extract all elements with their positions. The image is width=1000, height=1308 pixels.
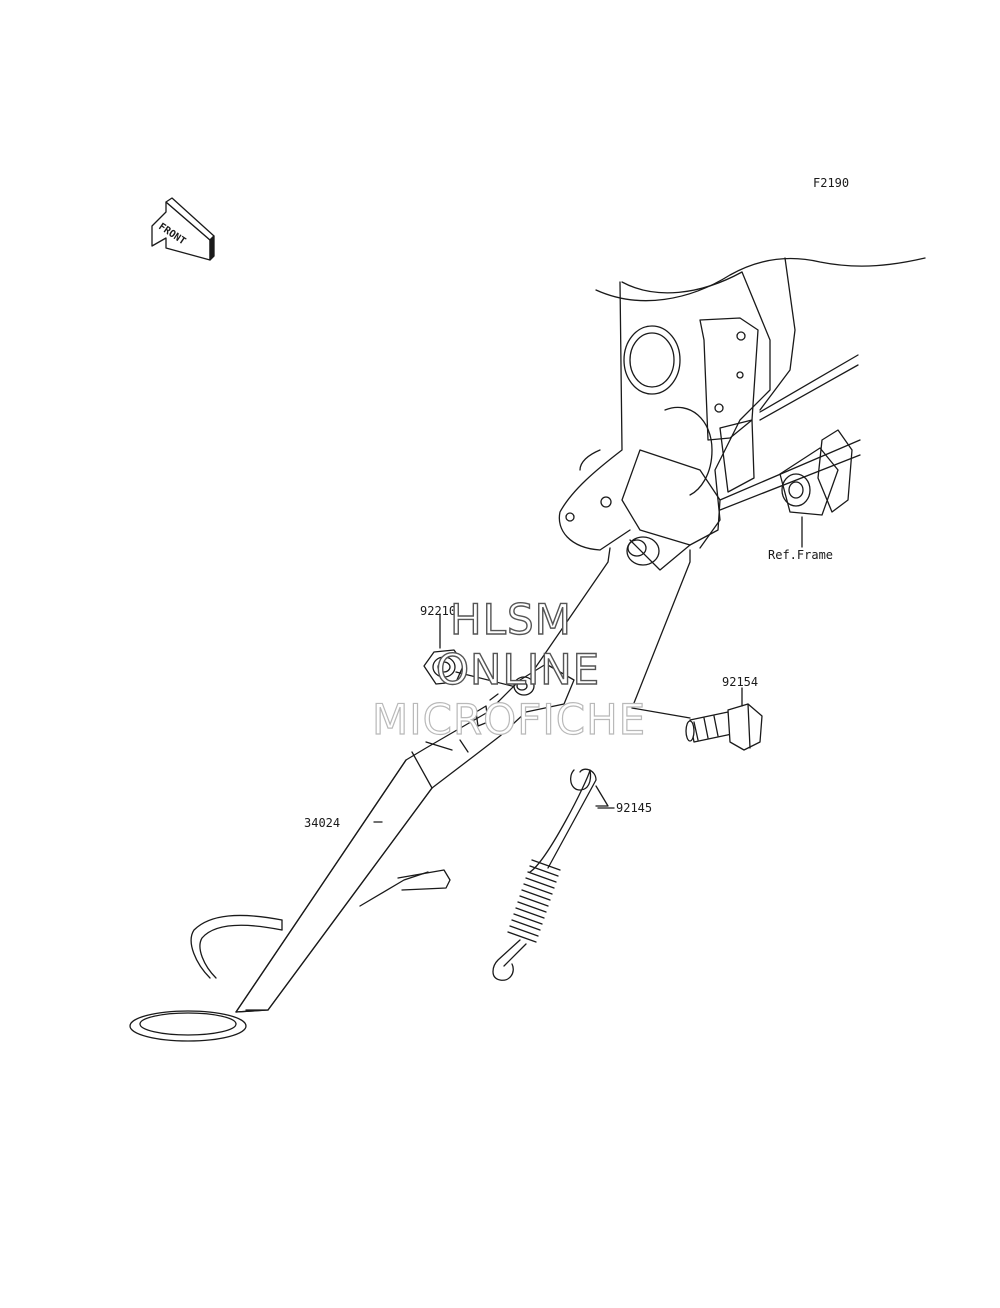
spring-92145 <box>492 768 609 981</box>
nut-92210 <box>423 613 465 685</box>
part-number-92145: 92145 <box>616 801 653 815</box>
leader-92210 <box>455 671 521 689</box>
part-number-92154: 92154 <box>722 675 759 689</box>
mount-guide-line <box>519 547 691 719</box>
frame-ref-label: Ref.Frame <box>768 548 834 562</box>
watermark-line-2: ONLINE <box>435 645 601 694</box>
frame-ref-drawing <box>558 257 926 571</box>
figure-code: F2190 <box>813 176 850 190</box>
watermark-line-1: HLSM <box>449 595 572 644</box>
front-arrow-icon: FRONT <box>151 197 215 261</box>
part-number-92210: 92210 <box>420 604 457 618</box>
watermark-line-3: MICROFICHE <box>371 695 647 744</box>
bolt-92154 <box>685 687 763 751</box>
part-number-34024: 34024 <box>304 816 341 830</box>
side-stand-34024 <box>129 663 575 1042</box>
